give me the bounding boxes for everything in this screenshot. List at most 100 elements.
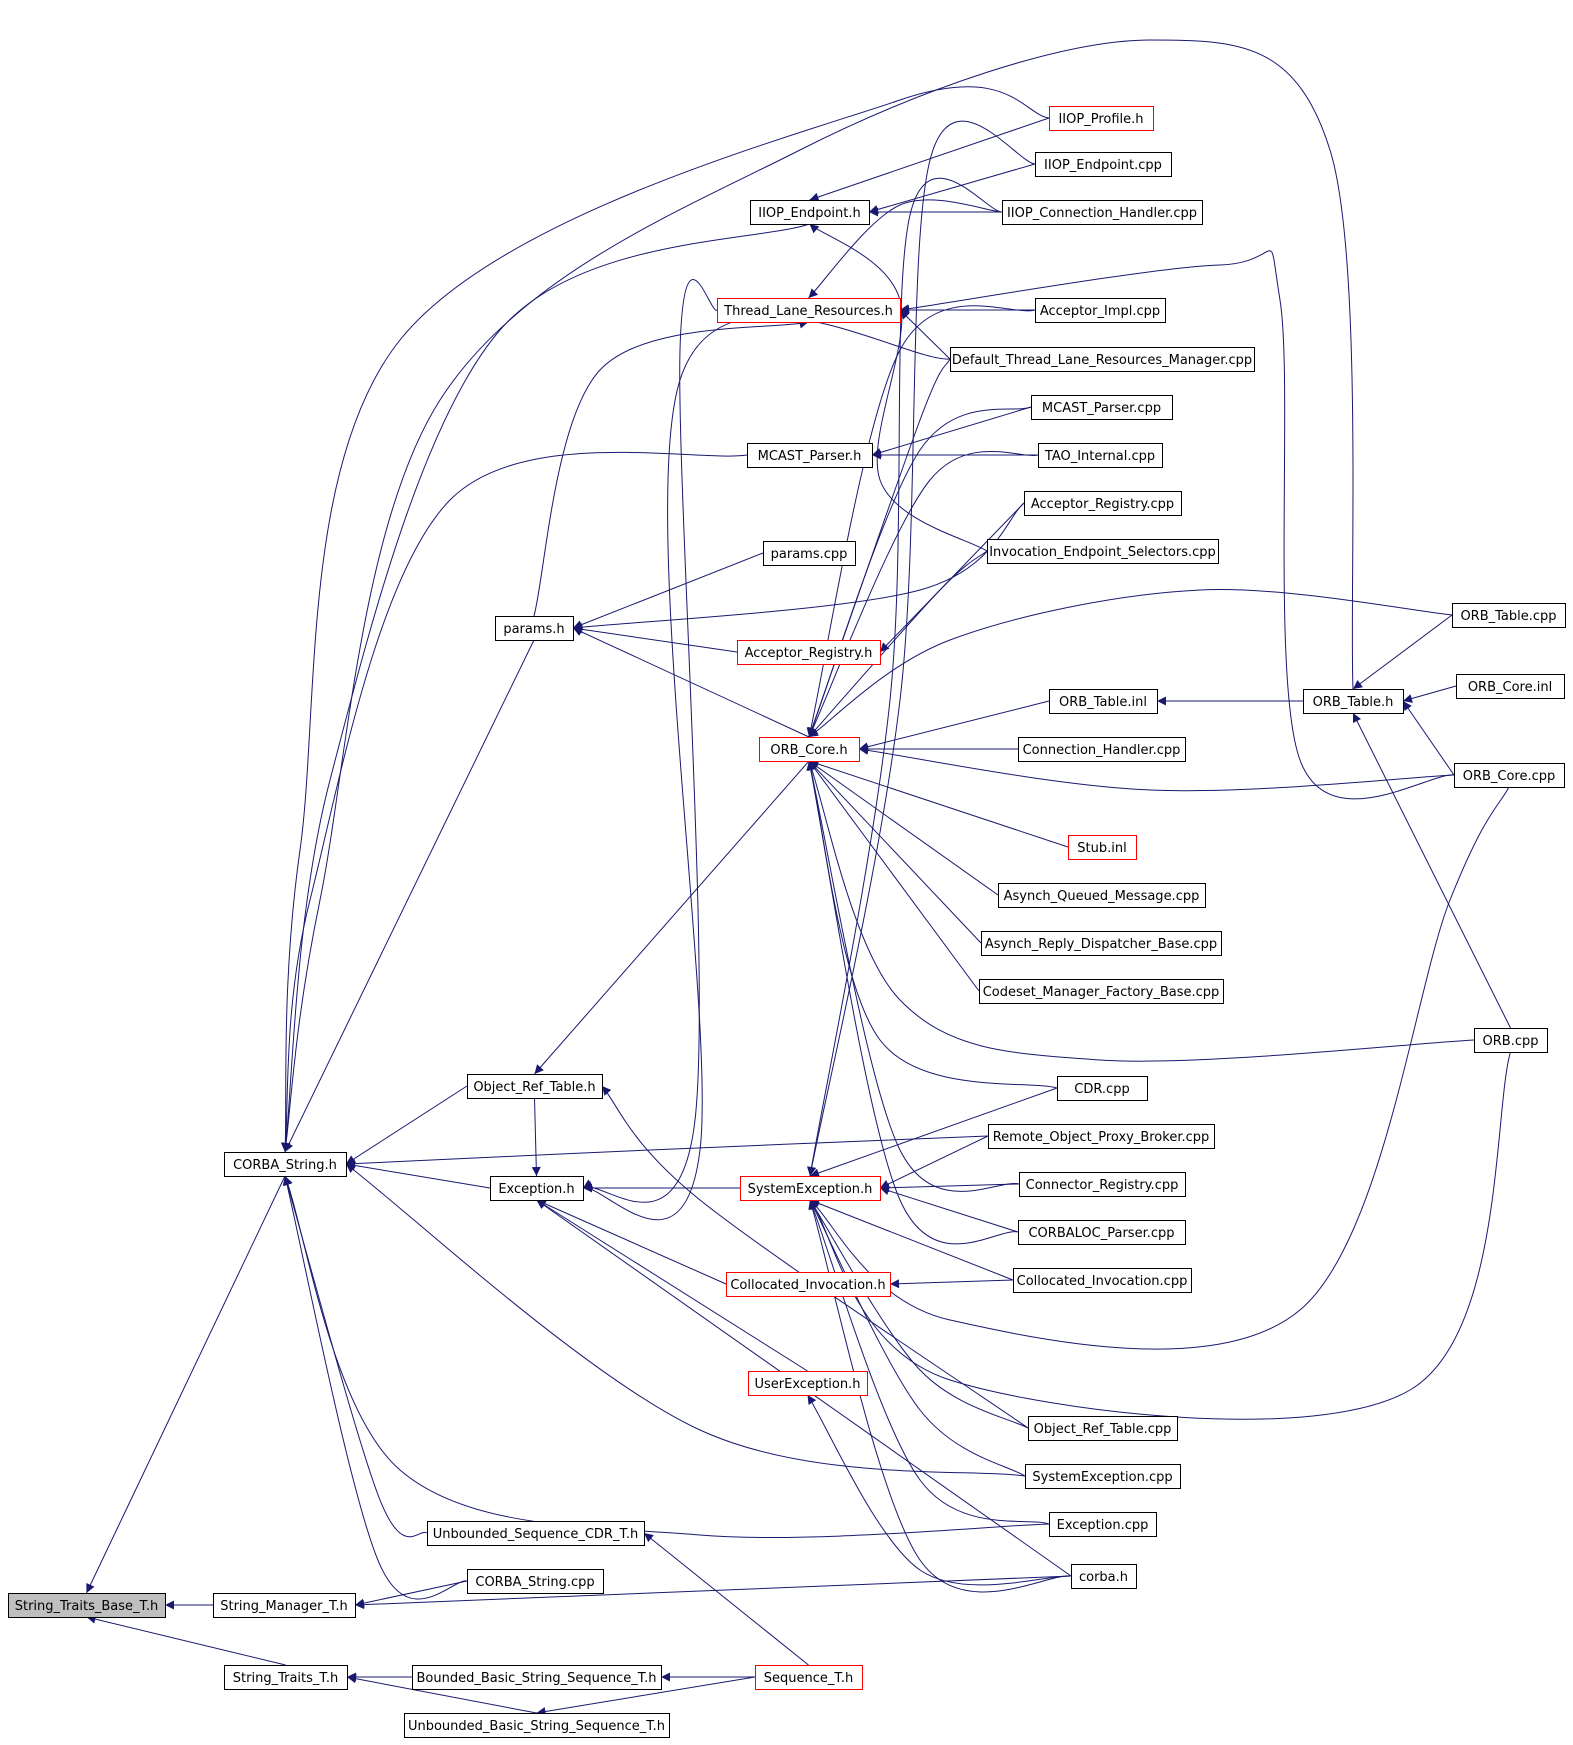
node-box	[1019, 1172, 1186, 1197]
node-acceptor-reg-cpp[interactable]: Acceptor_Registry.cpp	[1024, 491, 1182, 516]
include-edge-exception_h-to-corba_string_h	[345, 1161, 491, 1189]
node-label: ORB_Core.cpp	[1463, 769, 1556, 784]
node-string-traits-base[interactable]: String_Traits_Base_T.h	[8, 1593, 166, 1618]
node-stub-inl[interactable]: Stub.inl	[1068, 835, 1137, 860]
node-orb-cpp[interactable]: ORB.cpp	[1474, 1028, 1548, 1053]
node-system-exception-cpp[interactable]: SystemException.cpp	[1025, 1464, 1181, 1489]
include-edge-object_ref_table_h-to-corba_string_h	[345, 1085, 468, 1165]
node-exception-h[interactable]: Exception.h	[490, 1176, 584, 1201]
node-mcast-parser-cpp[interactable]: MCAST_Parser.cpp	[1031, 395, 1173, 420]
node-label: Collocated_Invocation.h	[730, 1278, 885, 1293]
node-label: String_Traits_T.h	[233, 1671, 338, 1686]
include-edge-inv_endpoint_sel-to-orb_core_h	[808, 550, 988, 738]
node-orb-core-cpp[interactable]: ORB_Core.cpp	[1454, 763, 1565, 788]
file-nodes: String_Traits_Base_T.h String_Manager_T.h…	[8, 106, 1566, 1738]
node-orb-table-cpp[interactable]: ORB_Table.cpp	[1452, 603, 1566, 628]
node-orb-table-inl[interactable]: ORB_Table.inl	[1049, 689, 1158, 714]
node-label: Collocated_Invocation.cpp	[1017, 1274, 1188, 1289]
node-label: ORB_Core.h	[770, 743, 847, 758]
include-edge-thread_lane_res-to-exception_h	[582, 279, 718, 1203]
node-sequence-t[interactable]: Sequence_T.h	[755, 1665, 863, 1690]
node-box	[1452, 603, 1566, 628]
node-iiop-endpoint-h[interactable]: IIOP_Endpoint.h	[750, 200, 870, 225]
node-label: Invocation_Endpoint_Selectors.cpp	[989, 545, 1216, 560]
node-conn-handler-cpp[interactable]: Connection_Handler.cpp	[1018, 737, 1186, 762]
node-box	[467, 1569, 604, 1594]
node-inv-endpoint-sel[interactable]: Invocation_Endpoint_Selectors.cpp	[987, 539, 1219, 564]
node-user-exception-h[interactable]: UserException.h	[748, 1371, 868, 1396]
node-object-ref-table-h[interactable]: Object_Ref_Table.h	[467, 1074, 603, 1099]
include-edge-mcast_parser_h-to-corba_string_h	[281, 451, 748, 1153]
node-codeset-mfb[interactable]: Codeset_Manager_Factory_Base.cpp	[979, 979, 1224, 1004]
node-label: MCAST_Parser.cpp	[1042, 401, 1161, 416]
node-object-ref-table-cpp[interactable]: Object_Ref_Table.cpp	[1028, 1416, 1178, 1441]
node-asynch-qm[interactable]: Asynch_Queued_Message.cpp	[998, 883, 1206, 908]
node-orb-table-h[interactable]: ORB_Table.h	[1303, 689, 1404, 714]
node-system-exception-h[interactable]: SystemException.h	[740, 1176, 881, 1201]
node-string-manager[interactable]: String_Manager_T.h	[213, 1593, 356, 1618]
include-edge-remote_opb-to-corba_string_h	[345, 1135, 989, 1169]
node-iiop-profile[interactable]: IIOP_Profile.h	[1049, 106, 1154, 131]
include-edge-iiop_endpoint_cpp-to-system_exception_h	[807, 120, 1036, 1177]
node-label: IIOP_Connection_Handler.cpp	[1007, 206, 1197, 221]
node-connector-reg[interactable]: Connector_Registry.cpp	[1019, 1172, 1186, 1197]
node-box	[1018, 1220, 1186, 1245]
node-corba-h[interactable]: corba.h	[1071, 1564, 1137, 1589]
node-iiop-conn-handler[interactable]: IIOP_Connection_Handler.cpp	[1002, 200, 1203, 225]
node-remote-opb[interactable]: Remote_Object_Proxy_Broker.cpp	[988, 1124, 1215, 1149]
node-label: CORBA_String.cpp	[475, 1575, 594, 1590]
node-orb-core-h[interactable]: ORB_Core.h	[759, 737, 860, 762]
node-acceptor-impl[interactable]: Acceptor_Impl.cpp	[1035, 298, 1166, 323]
node-mcast-parser-h[interactable]: MCAST_Parser.h	[747, 443, 873, 468]
node-box	[1028, 1416, 1178, 1441]
node-iiop-endpoint-cpp[interactable]: IIOP_Endpoint.cpp	[1035, 152, 1172, 177]
node-collocated-inv-cpp[interactable]: Collocated_Invocation.cpp	[1013, 1268, 1192, 1293]
node-asynch-rdb[interactable]: Asynch_Reply_Dispatcher_Base.cpp	[981, 931, 1222, 956]
include-edge-orb_core_h-to-object_ref_table_h	[534, 760, 810, 1075]
node-unbounded-bss[interactable]: Unbounded_Basic_String_Sequence_T.h	[404, 1713, 670, 1738]
include-edge-params_h-to-thread_lane_res	[533, 319, 809, 617]
include-edge-object_ref_table_h-to-exception_h	[531, 1097, 541, 1177]
node-box	[1049, 106, 1154, 131]
include-edge-exception_cpp-to-system_exception_h	[809, 1199, 1050, 1525]
node-box	[1474, 1028, 1548, 1053]
node-orb-core-inl[interactable]: ORB_Core.inl	[1456, 674, 1565, 699]
node-box	[1018, 737, 1186, 762]
node-box	[224, 1665, 348, 1690]
node-tao-internal[interactable]: TAO_Internal.cpp	[1038, 443, 1163, 468]
include-edge-orb_cpp-to-orb_core_h	[808, 760, 1475, 1062]
node-label: ORB_Table.inl	[1059, 695, 1147, 710]
node-box	[998, 883, 1206, 908]
node-corba-string-cpp[interactable]: CORBA_String.cpp	[467, 1569, 604, 1594]
include-edge-remote_opb-to-system_exception_h	[879, 1135, 989, 1189]
node-params-h[interactable]: params.h	[495, 616, 574, 641]
node-cdr-cpp[interactable]: CDR.cpp	[1057, 1076, 1148, 1101]
node-box	[979, 979, 1224, 1004]
node-bounded-bss[interactable]: Bounded_Basic_String_Sequence_T.h	[412, 1665, 662, 1690]
include-edge-orb_table_inl-to-orb_core_h	[858, 700, 1050, 752]
node-string-traits[interactable]: String_Traits_T.h	[224, 1665, 348, 1690]
node-label: ORB_Core.inl	[1468, 680, 1552, 695]
node-default-tlrm[interactable]: Default_Thread_Lane_Resources_Manager.cp…	[950, 347, 1255, 372]
include-edge-system_exception_cpp-to-system_exception_h	[809, 1199, 1026, 1477]
include-edge-unbounded_seq_cdr-to-corba_string_h	[283, 1175, 428, 1538]
include-edge-codeset_mfb-to-orb_core_h	[808, 760, 980, 992]
include-edge-corba_string_cpp-to-corba_string_h	[282, 1175, 468, 1600]
node-exception-cpp[interactable]: Exception.cpp	[1049, 1512, 1157, 1537]
node-label: IIOP_Endpoint.h	[758, 206, 860, 221]
include-edge-iiop_endpoint_h-to-corba_string_h	[281, 223, 810, 1153]
node-label: Object_Ref_Table.h	[473, 1080, 595, 1095]
include-edge-orb_cpp-to-system_exception_h	[809, 1051, 1511, 1420]
node-box	[404, 1713, 670, 1738]
node-acceptor-reg-h[interactable]: Acceptor_Registry.h	[737, 640, 881, 665]
include-edge-params_cpp-to-params_h	[572, 552, 764, 629]
node-params-cpp[interactable]: params.cpp	[763, 541, 856, 566]
node-corbaloc-parser[interactable]: CORBALOC_Parser.cpp	[1018, 1220, 1186, 1245]
node-label: ORB_Table.h	[1313, 695, 1394, 710]
node-unbounded-seq-cdr[interactable]: Unbounded_Sequence_CDR_T.h	[427, 1521, 645, 1546]
include-edge-mcast_parser_cpp-to-orb_core_h	[808, 406, 1032, 738]
node-collocated-inv-h[interactable]: Collocated_Invocation.h	[726, 1272, 891, 1297]
node-corba-string-h[interactable]: CORBA_String.h	[224, 1152, 347, 1177]
node-label: Bounded_Basic_String_Sequence_T.h	[417, 1671, 657, 1686]
node-thread-lane-res[interactable]: Thread_Lane_Resources.h	[717, 298, 901, 323]
